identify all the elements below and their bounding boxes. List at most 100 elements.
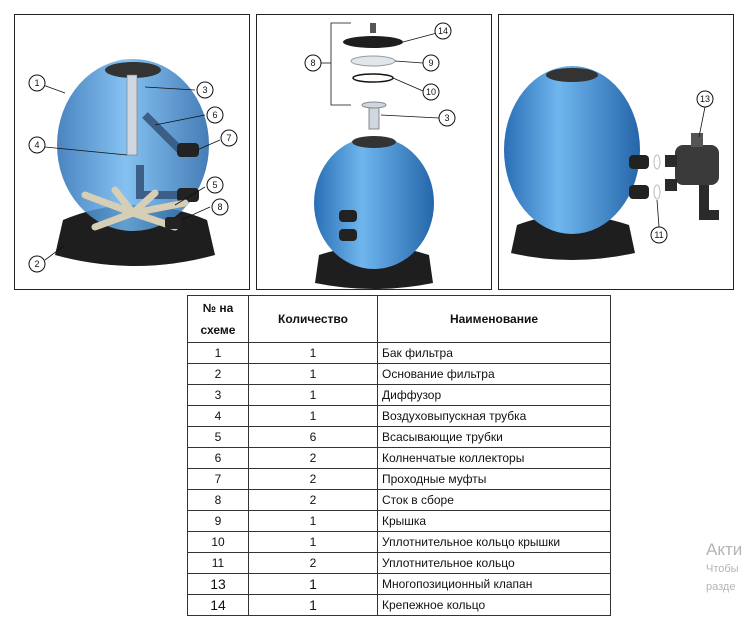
cell-number: 8 — [187, 489, 249, 511]
cell-quantity: 1 — [248, 594, 378, 616]
callout-11: 11 — [650, 226, 668, 244]
tank-top-flange — [105, 62, 161, 78]
svg-text:1: 1 — [34, 78, 39, 88]
svg-text:6: 6 — [212, 110, 217, 120]
cell-number: 10 — [187, 531, 249, 553]
svg-text:4: 4 — [34, 140, 39, 150]
cell-number: 13 — [187, 573, 249, 595]
exploded-top-illustration: 8 14 9 10 3 — [304, 22, 456, 289]
cell-name: Крышка — [377, 510, 611, 532]
tank-top-flange — [352, 136, 396, 148]
cell-name: Уплотнительное кольцо крышки — [377, 531, 611, 553]
callout-8: 8 — [304, 54, 322, 72]
svg-text:8: 8 — [310, 58, 315, 68]
header-name: Наименование — [377, 295, 611, 343]
lid-o-ring-part — [352, 73, 394, 83]
cell-name: Воздуховыпускная трубка — [377, 405, 611, 427]
pass-through-fitting-lower — [177, 188, 199, 202]
table-header-row: № на схеме Количество Наименование — [187, 295, 611, 343]
cell-number: 14 — [187, 594, 249, 616]
elbow-collector-lower — [136, 165, 185, 199]
pass-through-fitting-upper — [177, 143, 199, 157]
svg-text:5: 5 — [212, 180, 217, 190]
cell-quantity: 2 — [248, 489, 378, 511]
cell-number: 9 — [187, 510, 249, 532]
cell-number: 7 — [187, 468, 249, 490]
cell-name: Сток в сборе — [377, 489, 611, 511]
port-lower — [339, 229, 357, 241]
cell-name: Уплотнительное кольцо — [377, 552, 611, 574]
cell-number: 3 — [187, 384, 249, 406]
o-ring-upper — [653, 154, 661, 170]
callout-13: 13 — [696, 90, 714, 108]
cell-name: Диффузор — [377, 384, 611, 406]
port-upper — [629, 155, 649, 169]
diagram-panel-cutaway: 1 2 3 4 5 6 7 8 — [14, 14, 250, 290]
header-quantity: Количество — [248, 295, 378, 343]
callout-1: 1 — [28, 74, 46, 92]
cell-number: 6 — [187, 447, 249, 469]
cell-quantity: 1 — [248, 405, 378, 427]
clamp-ring-part — [343, 36, 403, 48]
svg-text:10: 10 — [426, 87, 436, 97]
cell-number: 5 — [187, 426, 249, 448]
cell-name: Проходные муфты — [377, 468, 611, 490]
multiport-valve — [665, 133, 719, 220]
cell-name: Крепежное кольцо — [377, 594, 611, 616]
cell-quantity: 1 — [248, 531, 378, 553]
tank-with-valve-illustration: 13 11 — [504, 66, 719, 260]
cell-number: 4 — [187, 405, 249, 427]
port-lower — [629, 185, 649, 199]
cell-name: Многопозиционный клапан — [377, 573, 611, 595]
svg-text:3: 3 — [444, 113, 449, 123]
callout-6: 6 — [206, 106, 224, 124]
cell-name: Всасывающие трубки — [377, 426, 611, 448]
callout-5: 5 — [206, 176, 224, 194]
watermark-line-1: Чтобы — [706, 563, 739, 575]
cell-quantity: 2 — [248, 552, 378, 574]
svg-text:13: 13 — [700, 94, 710, 104]
cell-quantity: 6 — [248, 426, 378, 448]
filter-tank — [314, 137, 434, 269]
filter-base — [511, 215, 635, 260]
watermark-line-2: разде — [706, 581, 736, 593]
svg-text:8: 8 — [217, 202, 222, 212]
cell-quantity: 1 — [248, 342, 378, 364]
cell-quantity: 1 — [248, 384, 378, 406]
cutaway-tank-illustration: 1 2 3 4 5 6 7 8 — [28, 59, 238, 273]
cell-number: 1 — [187, 342, 249, 364]
o-ring-lower — [653, 184, 661, 200]
svg-text:2: 2 — [34, 259, 39, 269]
callout-14: 14 — [434, 22, 452, 40]
diffuser-part — [368, 104, 380, 130]
cell-quantity: 2 — [248, 447, 378, 469]
activation-watermark: Акти Чтобы разде — [706, 540, 742, 596]
header-scheme-number: № на схеме — [187, 295, 249, 343]
screw-part — [370, 23, 376, 33]
tank-top-flange — [546, 68, 598, 82]
cell-quantity: 1 — [248, 363, 378, 385]
callout-4: 4 — [28, 136, 46, 154]
callout-8: 8 — [211, 198, 229, 216]
cell-number: 2 — [187, 363, 249, 385]
diagram-panel-valve: 13 11 — [498, 14, 734, 290]
drain-fitting — [165, 217, 181, 229]
svg-text:3: 3 — [202, 85, 207, 95]
port-upper — [339, 210, 357, 222]
cell-name: Основание фильтра — [377, 363, 611, 385]
svg-text:9: 9 — [428, 58, 433, 68]
lid-part — [350, 55, 396, 67]
svg-text:11: 11 — [654, 230, 663, 240]
diagram-panel-exploded: 8 14 9 10 3 — [256, 14, 492, 290]
svg-text:14: 14 — [438, 26, 448, 36]
